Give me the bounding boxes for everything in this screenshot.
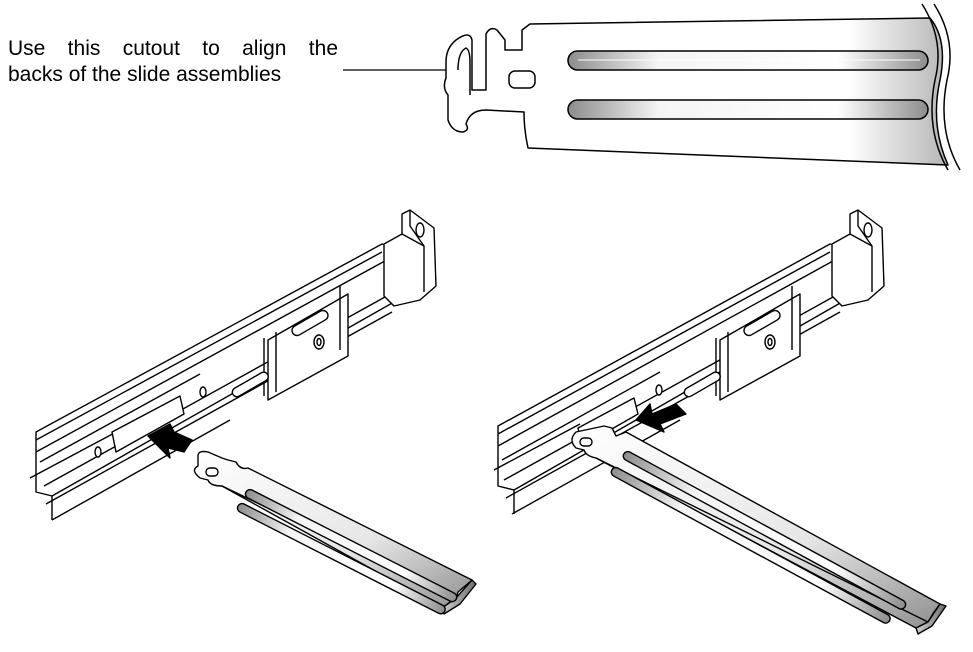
right-rail-body bbox=[497, 243, 843, 491]
left-rail-cutout bbox=[111, 395, 185, 453]
bracket-slot-lower bbox=[567, 99, 929, 120]
callout-line-1: Use this cutout to align the bbox=[8, 37, 338, 60]
left-rail-assembly bbox=[29, 209, 477, 615]
right-inner-slide bbox=[719, 293, 801, 401]
bracket-plate bbox=[443, 17, 949, 166]
callout-text: Use this cutout to align the backs of th… bbox=[8, 36, 338, 88]
bracket-tab bbox=[457, 47, 471, 95]
callout-line-2: backs of the slide assemblies bbox=[8, 63, 282, 86]
bracket-hole bbox=[508, 70, 536, 89]
left-insert-arrow-icon bbox=[147, 423, 193, 459]
break-line-2 bbox=[933, 3, 961, 171]
left-inner-slide bbox=[267, 293, 349, 401]
right-slide-arrow-icon bbox=[635, 403, 687, 433]
right-rail-assembly bbox=[493, 209, 947, 635]
break-line-1 bbox=[921, 3, 949, 171]
bracket-detail bbox=[443, 3, 961, 171]
